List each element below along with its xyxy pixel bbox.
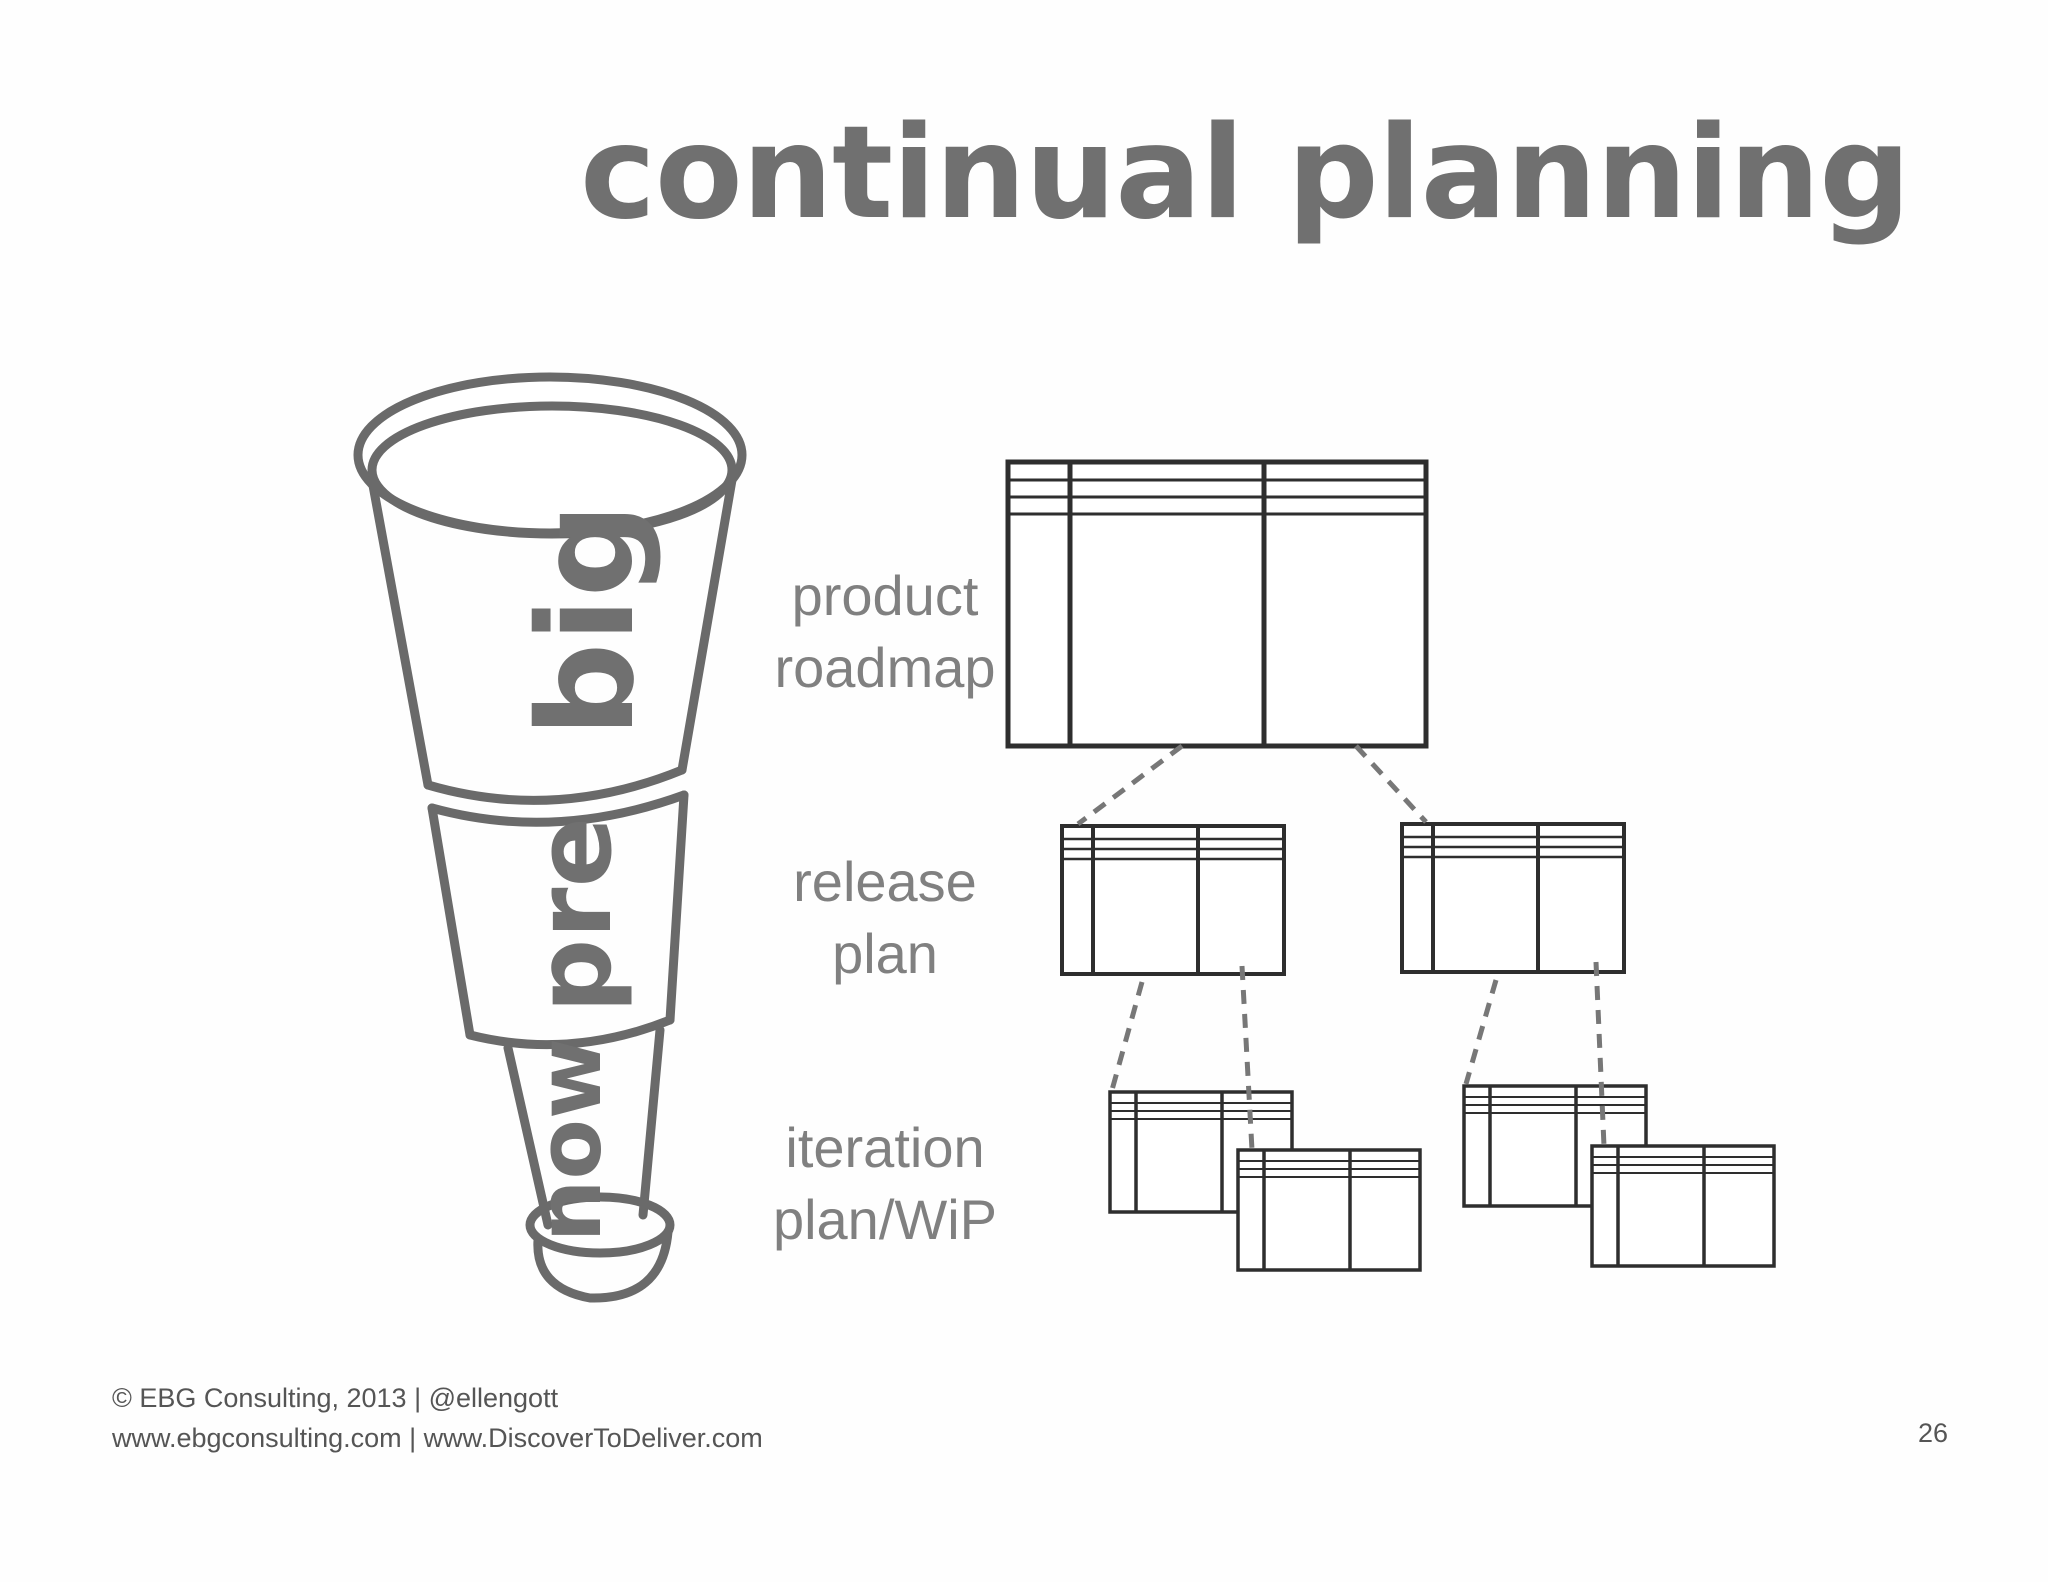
roadmap-label-line1: product	[791, 564, 979, 627]
scope-label-pre: pre	[513, 817, 635, 1013]
scope-label-big: big	[510, 503, 664, 737]
roadmap-label: product roadmap	[760, 560, 1010, 704]
release-table-right	[1400, 822, 1626, 974]
roadmap-table	[1005, 459, 1429, 749]
telescope-illustration	[353, 372, 747, 1303]
scope-label-now: now	[518, 1038, 621, 1242]
footer-links: www.ebgconsulting.com | www.DiscoverToDe…	[112, 1423, 763, 1453]
dashed-connectors	[1076, 744, 1607, 1151]
slide-title: continual planning	[580, 99, 1911, 248]
iteration-label-line2: plan/WiP	[772, 1188, 998, 1251]
roadmap-label-line2: roadmap	[774, 636, 996, 699]
release-table-left	[1060, 824, 1286, 976]
footer-copyright: © EBG Consulting, 2013 | @ellengott	[112, 1383, 559, 1413]
release-label-line1: release	[793, 850, 977, 913]
footer: © EBG Consulting, 2013 | @ellengott www.…	[112, 1378, 763, 1458]
release-label: release plan	[760, 846, 1010, 990]
release-label-line2: plan	[832, 922, 938, 985]
page-number: 26	[1917, 1418, 1948, 1448]
iteration-label: iteration plan/WiP	[750, 1112, 1020, 1256]
iteration-table-2	[1236, 1148, 1422, 1272]
iteration-label-line1: iteration	[785, 1116, 985, 1179]
iteration-table-4	[1590, 1144, 1776, 1268]
